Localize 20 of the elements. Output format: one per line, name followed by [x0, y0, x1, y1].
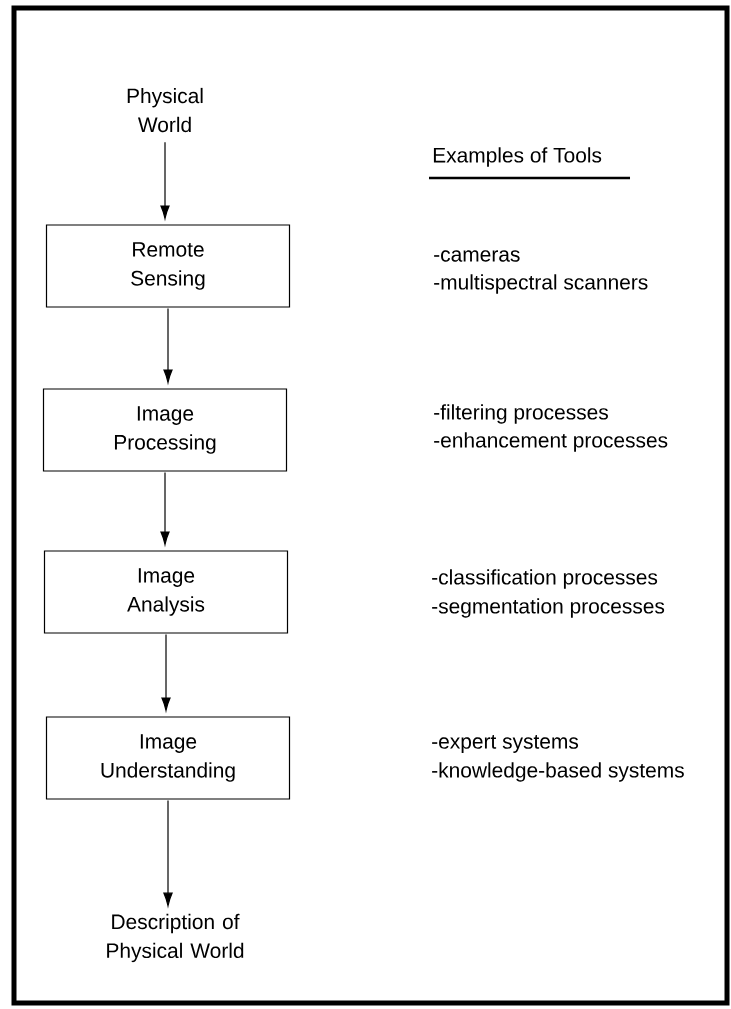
- process-box: Image Understanding: [45, 716, 291, 800]
- arrow: [163, 800, 173, 907]
- heading: Examples of Tools: [433, 147, 602, 167]
- terminal-text: Description of Physical World: [107, 913, 244, 963]
- tool-text: -cameras: [434, 250, 520, 262]
- tool-text: -segmentation processes: [432, 598, 665, 618]
- arrow: [160, 141, 170, 220]
- tool-text: -multispectral scanners: [434, 274, 648, 294]
- tool-text: -classification processes: [432, 569, 658, 589]
- tool-text: -filtering processes: [434, 404, 608, 424]
- tool-text: -knowledge-based systems: [432, 762, 684, 782]
- process-box: Remote Sensing: [45, 224, 291, 308]
- arrow: [163, 308, 173, 384]
- arrow: [160, 472, 170, 546]
- process-box: Image Processing: [42, 388, 288, 472]
- tool-text: -enhancement processes: [434, 432, 668, 452]
- arrow: [161, 634, 171, 712]
- tool-text: -expert systems: [432, 735, 579, 753]
- terminal-text: Physical World: [127, 87, 203, 133]
- process-box: Image Analysis: [43, 550, 289, 634]
